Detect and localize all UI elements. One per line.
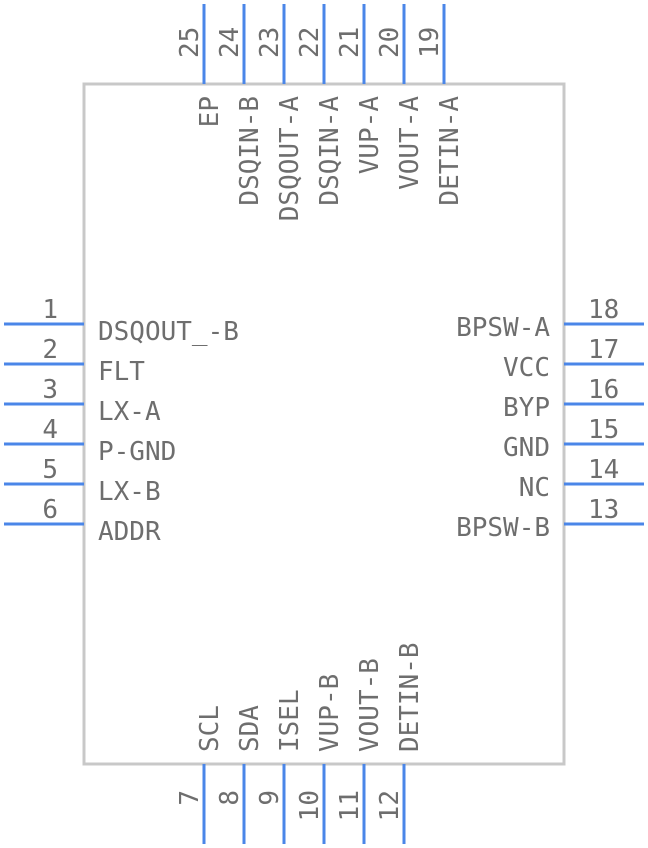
pin-3-label: LX-A <box>98 397 161 427</box>
pin-7-label: SCL <box>195 705 225 752</box>
pin-11-number: 11 <box>335 790 365 821</box>
pin-16-number: 16 <box>588 375 619 405</box>
pin-21-label: VUP-A <box>355 96 385 175</box>
pin-21-number: 21 <box>335 27 365 58</box>
pin-9-number: 9 <box>255 790 285 806</box>
pin-19-label: DETIN-A <box>435 96 465 206</box>
pin-12-number: 12 <box>375 790 405 821</box>
pin-5-label: LX-B <box>98 477 161 507</box>
pin-24-number: 24 <box>215 27 245 58</box>
pin-4-number: 4 <box>42 415 58 445</box>
pin-9-label: ISEL <box>275 689 305 752</box>
pin-7-number: 7 <box>175 790 205 806</box>
pin-25-number: 25 <box>175 27 205 58</box>
pin-6-number: 6 <box>42 495 58 525</box>
pin-8-label: SDA <box>235 705 265 752</box>
pin-14-label: NC <box>519 473 550 503</box>
pin-11-label: VOUT-B <box>355 658 385 752</box>
pin-2-label: FLT <box>98 357 145 387</box>
pin-6-label: ADDR <box>98 517 161 547</box>
pin-5-number: 5 <box>42 455 58 485</box>
pin-20-number: 20 <box>375 27 405 58</box>
pin-18-number: 18 <box>588 295 619 325</box>
pin-4-label: P-GND <box>98 437 176 467</box>
pin-1-label: DSQOUT_-B <box>98 317 239 347</box>
pin-17-number: 17 <box>588 335 619 365</box>
pin-2-number: 2 <box>42 335 58 365</box>
pin-8-number: 8 <box>215 790 245 806</box>
pin-15-number: 15 <box>588 415 619 445</box>
pin-24-label: DSQIN-B <box>235 96 265 206</box>
pin-10-number: 10 <box>295 790 325 821</box>
pin-13-number: 13 <box>588 495 619 525</box>
pin-12-label: DETIN-B <box>395 642 425 752</box>
pin-14-number: 14 <box>588 455 619 485</box>
pin-20-label: VOUT-A <box>395 96 425 190</box>
pin-25-label: EP <box>195 96 225 127</box>
pin-16-label: BYP <box>503 393 550 423</box>
pin-15-label: GND <box>503 433 550 463</box>
pin-23-label: DSQOUT-A <box>275 96 305 222</box>
pin-3-number: 3 <box>42 375 58 405</box>
pin-23-number: 23 <box>255 27 285 58</box>
pin-22-number: 22 <box>295 27 325 58</box>
pin-18-label: BPSW-A <box>456 313 550 343</box>
pin-22-label: DSQIN-A <box>315 96 345 206</box>
pin-13-label: BPSW-B <box>456 513 550 543</box>
pin-19-number: 19 <box>415 27 445 58</box>
pin-1-number: 1 <box>42 295 58 325</box>
pin-10-label: VUP-B <box>315 674 345 752</box>
pin-17-label: VCC <box>503 353 550 383</box>
